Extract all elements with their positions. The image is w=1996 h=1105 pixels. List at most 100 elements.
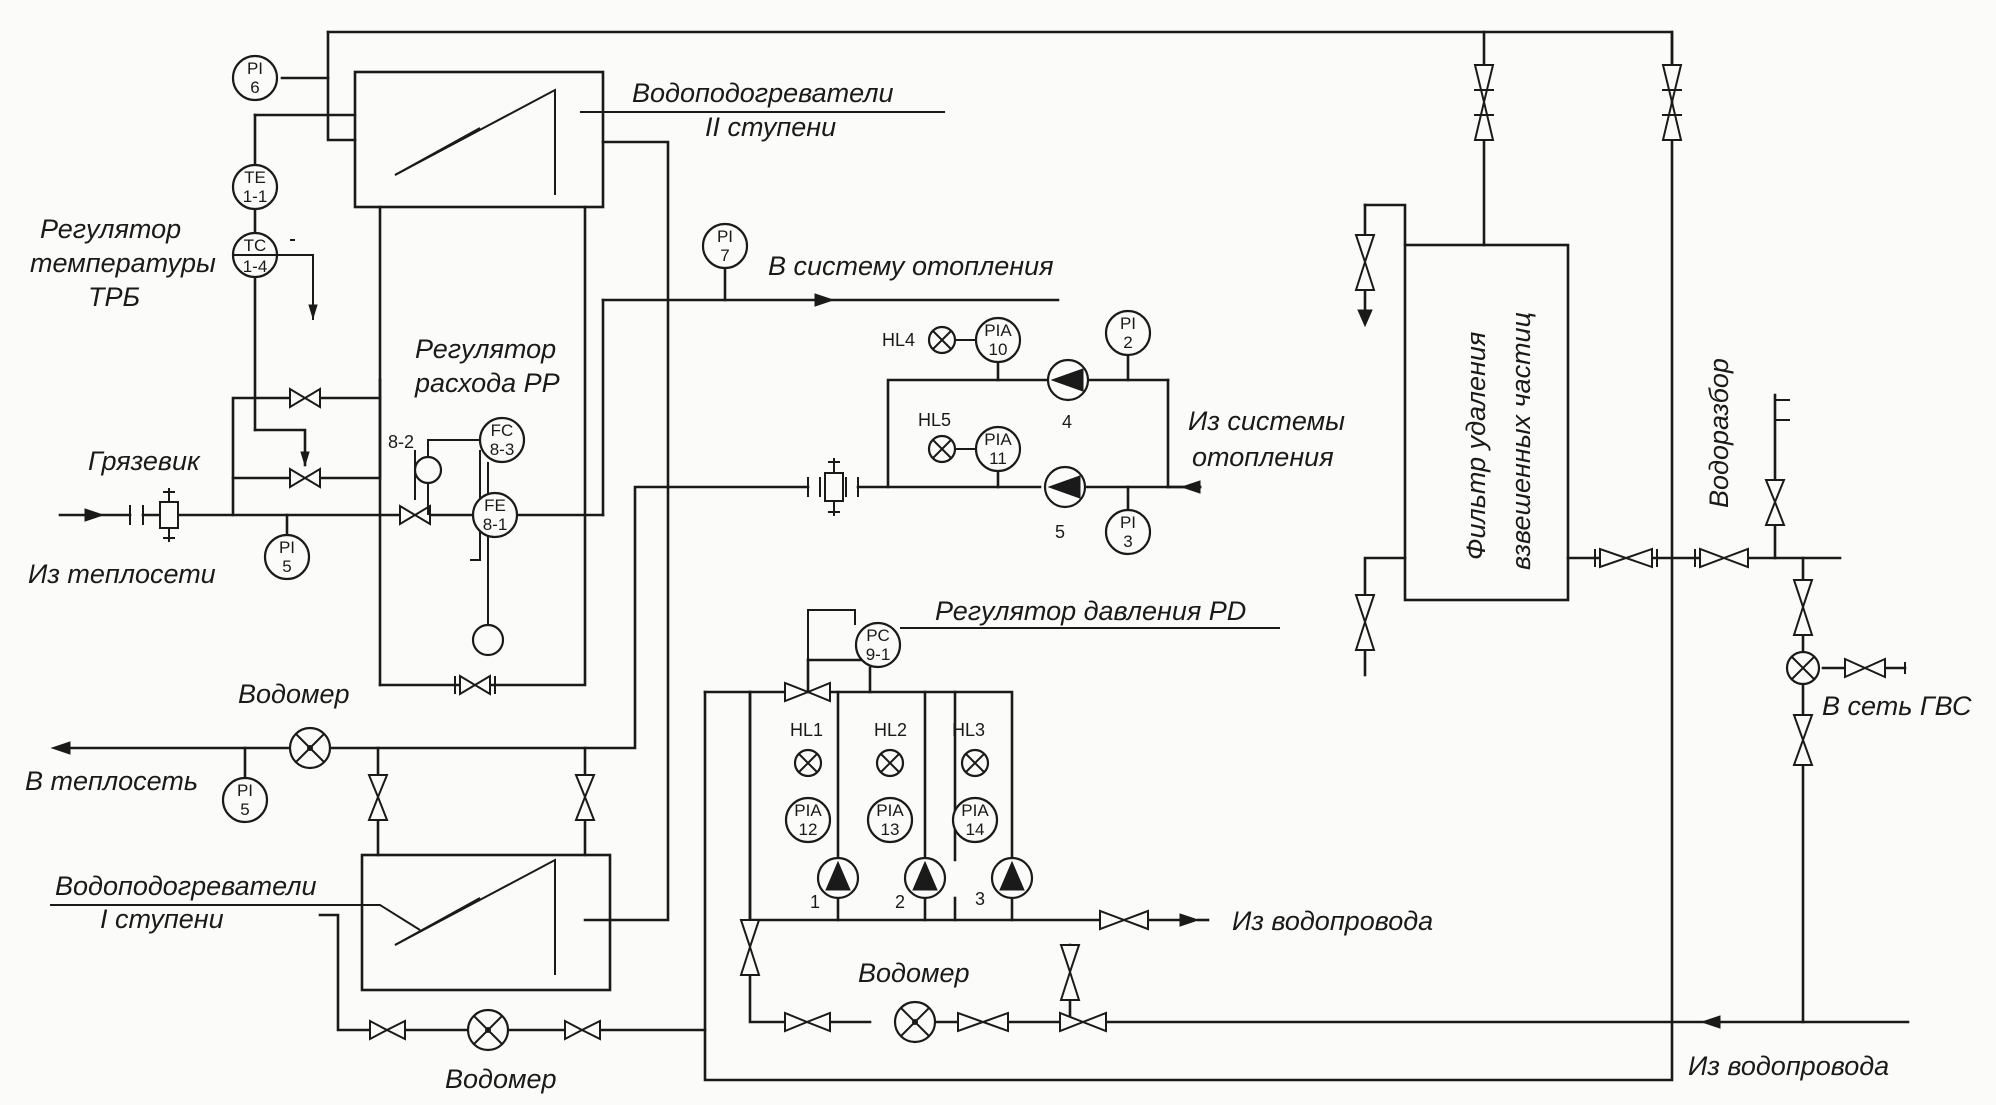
valve-c4 xyxy=(739,919,761,976)
pi2-number: 2 xyxy=(1123,333,1132,352)
particle-filter: Фильтр удаления взвешенных частиц xyxy=(1403,243,1570,602)
label-to-heating: В систему отопления xyxy=(768,251,1054,281)
valve-c5 xyxy=(1059,944,1081,1001)
hl1-tag: HL1 xyxy=(790,720,823,740)
pi3-number: 3 xyxy=(1123,532,1132,551)
pia10-number: 10 xyxy=(989,340,1008,359)
inst-fe81: FE 8-1 xyxy=(471,491,519,539)
valve-f3 xyxy=(1354,234,1376,328)
te11-number: 1-1 xyxy=(243,187,268,206)
label-from-water-2: Из водопровода xyxy=(1688,1051,1889,1081)
pi6-number: 6 xyxy=(250,78,259,97)
pia11-number: 11 xyxy=(989,449,1007,468)
pump1-number: 1 xyxy=(810,892,820,912)
mud-trap-2 xyxy=(807,458,859,516)
hl2-tag: HL2 xyxy=(874,720,907,740)
pia12-number: 12 xyxy=(799,820,818,839)
te11-label: TE xyxy=(244,168,266,187)
pc91-label: PC xyxy=(866,626,890,645)
valve-dhw3 xyxy=(1844,657,1906,679)
lamp-hl4: HL4 xyxy=(882,325,976,355)
valve-dhw1 xyxy=(1792,579,1814,636)
valve-v1 xyxy=(367,774,389,821)
label-mud-trap: Грязевик xyxy=(88,446,201,476)
pia14-label: PIA xyxy=(961,801,989,820)
dhw-meter xyxy=(1785,650,1821,686)
label-from-water-1: Из водопровода xyxy=(1232,906,1433,936)
inst-pia11: PIA 11 xyxy=(974,425,1022,489)
label-heater-stage2-2: II ступени xyxy=(705,112,836,142)
fe81-number: 8-1 xyxy=(483,515,508,534)
pia10-label: PIA xyxy=(984,321,1012,340)
pi5a-number: 5 xyxy=(282,557,291,576)
pi5b-label: PI xyxy=(237,781,253,800)
label-pressure-reg: Регулятор давления PD xyxy=(935,596,1246,626)
inst-pi5b: PI 5 xyxy=(221,746,269,824)
inst-pi2: PI 2 xyxy=(1104,309,1152,382)
leader-stage1 xyxy=(50,904,421,931)
hl5-tag: HL5 xyxy=(918,410,951,430)
pia11-label: PIA xyxy=(984,430,1012,449)
inst-pi3: PI 3 xyxy=(1104,485,1152,556)
labels: Водоподогреватели II ступени Регулятор т… xyxy=(25,78,1972,1094)
label-heater-stage1-1: Водоподогреватели xyxy=(55,871,317,901)
pia13-label: PIA xyxy=(876,801,904,820)
pump-2 xyxy=(903,856,947,900)
label-from-heating-1: Из системы xyxy=(1188,406,1345,436)
hl3-tag: HL3 xyxy=(952,720,985,740)
mud-trap-1 xyxy=(129,488,179,542)
pi7-label: PI xyxy=(717,227,733,246)
label-water-meter-bottom: Водомер xyxy=(445,1064,557,1094)
valve-f4 xyxy=(1354,594,1376,651)
pi5b-number: 5 xyxy=(240,800,249,819)
lamp-hl5: HL5 xyxy=(918,410,976,464)
inst-te11: TE 1-1 xyxy=(231,163,279,211)
valve-pd xyxy=(784,681,831,703)
pump-1 xyxy=(816,856,860,900)
label-to-heat-network: В теплосеть xyxy=(25,766,198,796)
label-temp-reg-1: Регулятор xyxy=(40,214,181,244)
valve-bypass xyxy=(454,674,496,696)
label-flow-reg-2: расхода РР xyxy=(414,368,560,398)
arrows xyxy=(50,293,1721,1029)
label-water-meter-top: Водомер xyxy=(238,679,350,709)
valve-c3 xyxy=(784,1011,831,1033)
actuator-8-2: 8-2 xyxy=(388,432,505,657)
heater-stage-1 xyxy=(360,853,612,992)
inst-pia10: PIA 10 xyxy=(974,316,1022,382)
label-temp-reg-2: температуры xyxy=(30,248,216,278)
pia12-label: PIA xyxy=(794,801,822,820)
valves xyxy=(289,64,1906,1041)
heater-stage-2 xyxy=(353,70,605,209)
tc14-number: 1-4 xyxy=(243,257,268,276)
water-meter-middle xyxy=(893,1000,937,1044)
pia14-number: 14 xyxy=(966,820,985,839)
pi3-label: PI xyxy=(1120,513,1136,532)
pump-4 xyxy=(1046,358,1090,402)
inst-pc91: PC 9-1 xyxy=(854,621,902,669)
pump-3 xyxy=(990,856,1034,900)
valve-c1 xyxy=(1059,1011,1107,1033)
tc14-label: TC xyxy=(244,236,267,255)
inst-pia14: PIA 14 xyxy=(951,796,999,844)
filter-label-1: Фильтр удаления xyxy=(1461,332,1491,560)
filter-label-2: взвешенных частиц xyxy=(1506,312,1536,570)
pi6-label: PI xyxy=(247,59,263,78)
label-heater-stage2-1: Водоподогреватели xyxy=(632,78,894,108)
pump4-number: 4 xyxy=(1062,412,1072,432)
valve-f6 xyxy=(1694,547,1749,569)
label-temp-reg-3: ТРБ xyxy=(88,282,140,312)
inst-fc83: FC 8-3 xyxy=(478,416,526,464)
lamp-hl3: HL3 xyxy=(952,720,990,778)
hl4-tag: HL4 xyxy=(882,330,915,350)
pi5a-label: PI xyxy=(279,538,295,557)
pi2-label: PI xyxy=(1120,314,1136,333)
valve-b2 xyxy=(564,1019,601,1041)
valve-f1 xyxy=(1473,64,1495,141)
inst-pia13: PIA 13 xyxy=(866,796,914,844)
valve-draw xyxy=(1764,395,1790,526)
valve-dhw2 xyxy=(1792,714,1814,766)
pump3-number: 3 xyxy=(975,889,985,909)
pump-5 xyxy=(1043,465,1087,509)
